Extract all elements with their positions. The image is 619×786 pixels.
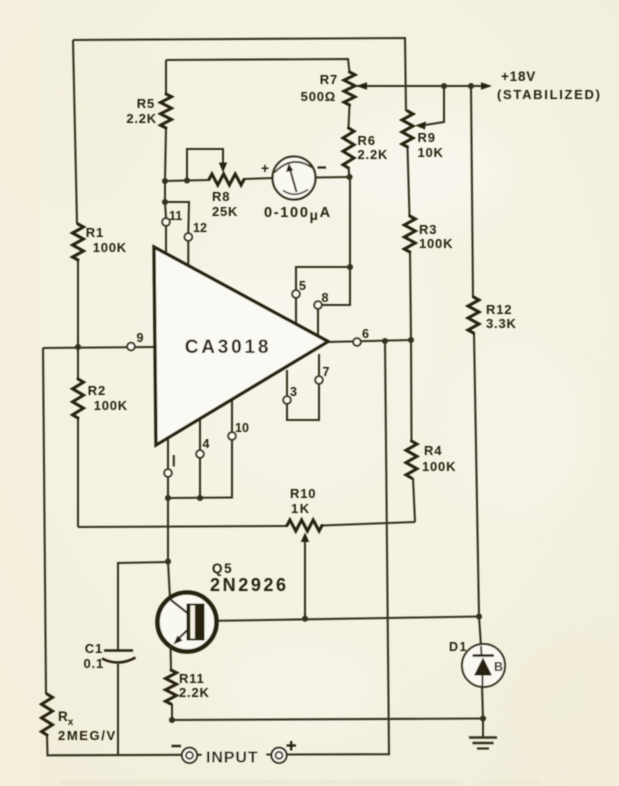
svg-text:CA3018: CA3018 xyxy=(185,337,272,358)
svg-text:R6: R6 xyxy=(358,133,376,148)
svg-text:0.1: 0.1 xyxy=(84,656,104,671)
svg-text:C1: C1 xyxy=(85,641,103,656)
svg-text:10: 10 xyxy=(235,421,249,435)
svg-text:+: + xyxy=(261,161,269,176)
svg-text:11: 11 xyxy=(169,209,182,223)
svg-text:8: 8 xyxy=(322,291,329,305)
svg-text:0-100μA: 0-100μA xyxy=(264,205,332,223)
svg-text:3.3K: 3.3K xyxy=(486,316,517,331)
svg-text:+18V: +18V xyxy=(501,69,536,84)
svg-text:R3: R3 xyxy=(419,222,437,237)
svg-text:6: 6 xyxy=(362,327,369,341)
svg-text:R10: R10 xyxy=(290,486,316,501)
svg-text:R2: R2 xyxy=(88,383,106,398)
svg-text:2N2926: 2N2926 xyxy=(210,575,289,595)
svg-text:25K: 25K xyxy=(212,204,238,219)
svg-text:Q5: Q5 xyxy=(212,561,233,576)
svg-text:500Ω: 500Ω xyxy=(301,89,336,104)
svg-text:R11: R11 xyxy=(179,671,205,686)
svg-text:(STABILIZED): (STABILIZED) xyxy=(497,87,602,102)
svg-text:5: 5 xyxy=(299,279,306,293)
svg-text:100K: 100K xyxy=(94,398,128,413)
svg-text:4: 4 xyxy=(203,437,210,451)
svg-text:B: B xyxy=(494,660,503,674)
svg-text:100K: 100K xyxy=(93,240,127,255)
svg-text:100K: 100K xyxy=(422,459,456,474)
svg-text:R5: R5 xyxy=(137,96,155,111)
svg-text:2MEG/V: 2MEG/V xyxy=(58,728,117,743)
svg-text:2.2K: 2.2K xyxy=(358,147,389,162)
svg-text:7: 7 xyxy=(323,365,330,379)
svg-text:R4: R4 xyxy=(424,443,442,458)
svg-text:2.2K: 2.2K xyxy=(126,111,157,126)
svg-text:3: 3 xyxy=(290,385,297,399)
svg-text:12: 12 xyxy=(193,221,207,235)
svg-text:9: 9 xyxy=(137,331,144,345)
svg-text:R8: R8 xyxy=(212,189,230,204)
svg-text:R1: R1 xyxy=(86,225,104,240)
svg-text:1K: 1K xyxy=(291,501,311,516)
svg-text:R9: R9 xyxy=(418,130,436,145)
svg-text:D1: D1 xyxy=(449,640,468,654)
svg-text:2.2K: 2.2K xyxy=(179,685,210,700)
svg-text:R12: R12 xyxy=(486,302,512,317)
svg-text:INPUT: INPUT xyxy=(206,750,259,767)
svg-text:10K: 10K xyxy=(418,145,444,160)
svg-text:100K: 100K xyxy=(419,236,453,251)
svg-text:R7: R7 xyxy=(320,72,338,87)
